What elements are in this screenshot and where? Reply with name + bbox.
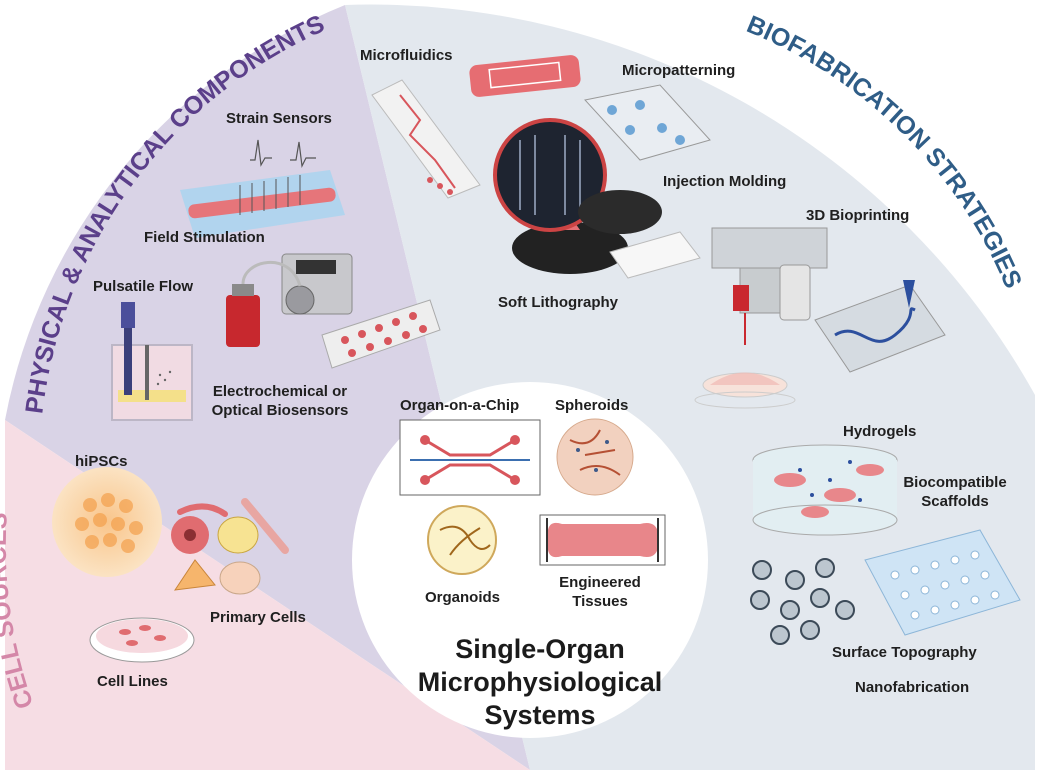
nanofabrication-label: Nanofabrication [855, 679, 970, 696]
nanoparticles-illustration [750, 558, 855, 645]
microfluidics-label: Microfluidics [360, 47, 453, 64]
organoids-label: Organoids [425, 589, 501, 606]
microfluidics-illustration [371, 55, 581, 199]
hydrogel-illustration [752, 444, 898, 536]
engineered-tissue-illustration [539, 514, 666, 566]
cell-lines-label: Cell Lines [97, 673, 168, 690]
soft-lithography-illustration [493, 118, 701, 279]
strain-sensor-illustration [180, 139, 345, 238]
primary-cells-illustration [171, 498, 289, 595]
biosensors-label: Electrochemical or Optical Biosensors [211, 383, 349, 419]
organ-chip-illustration [399, 419, 541, 496]
bioprinter-illustration [694, 227, 946, 409]
engineered-tissues-label: Engineered Tissues [559, 574, 641, 610]
bioprinting-label: 3D Bioprinting [806, 207, 910, 224]
injection-molding-label: Injection Molding [663, 173, 787, 190]
field-stimulation-label: Field Stimulation [144, 229, 265, 246]
scaffold-illustration [864, 529, 1021, 636]
center-title: Single-Organ Microphysiological Systems [380, 633, 700, 732]
center-title-line2: Microphysiological [417, 667, 663, 697]
center-title-line3: Systems [484, 700, 596, 730]
strain-sensors-label: Strain Sensors [226, 110, 332, 127]
micropatterning-label: Micropatterning [622, 62, 736, 79]
scaffolds-label: Biocompatible Scaffolds [903, 474, 1007, 510]
spheroids-label: Spheroids [555, 397, 629, 414]
pump-illustration [226, 253, 441, 369]
spheroid-illustration [556, 418, 634, 496]
hipsc-illustration [52, 467, 162, 577]
organ-on-chip-label: Organ-on-a-Chip [400, 397, 520, 414]
hipscs-label: hiPSCs [75, 453, 128, 470]
micropatterning-illustration [584, 84, 711, 161]
surface-topography-label: Surface Topography [832, 644, 977, 661]
pulsatile-flow-label: Pulsatile Flow [93, 278, 194, 295]
soft-lithography-label: Soft Lithography [498, 294, 618, 311]
organoid-illustration [427, 505, 497, 575]
primary-cells-label: Primary Cells [210, 609, 306, 626]
cell-lines-illustration [89, 617, 195, 663]
center-title-line1: Single-Organ [455, 634, 625, 664]
hydrogels-label: Hydrogels [843, 423, 917, 440]
pulsatile-flow-illustration [111, 302, 193, 421]
